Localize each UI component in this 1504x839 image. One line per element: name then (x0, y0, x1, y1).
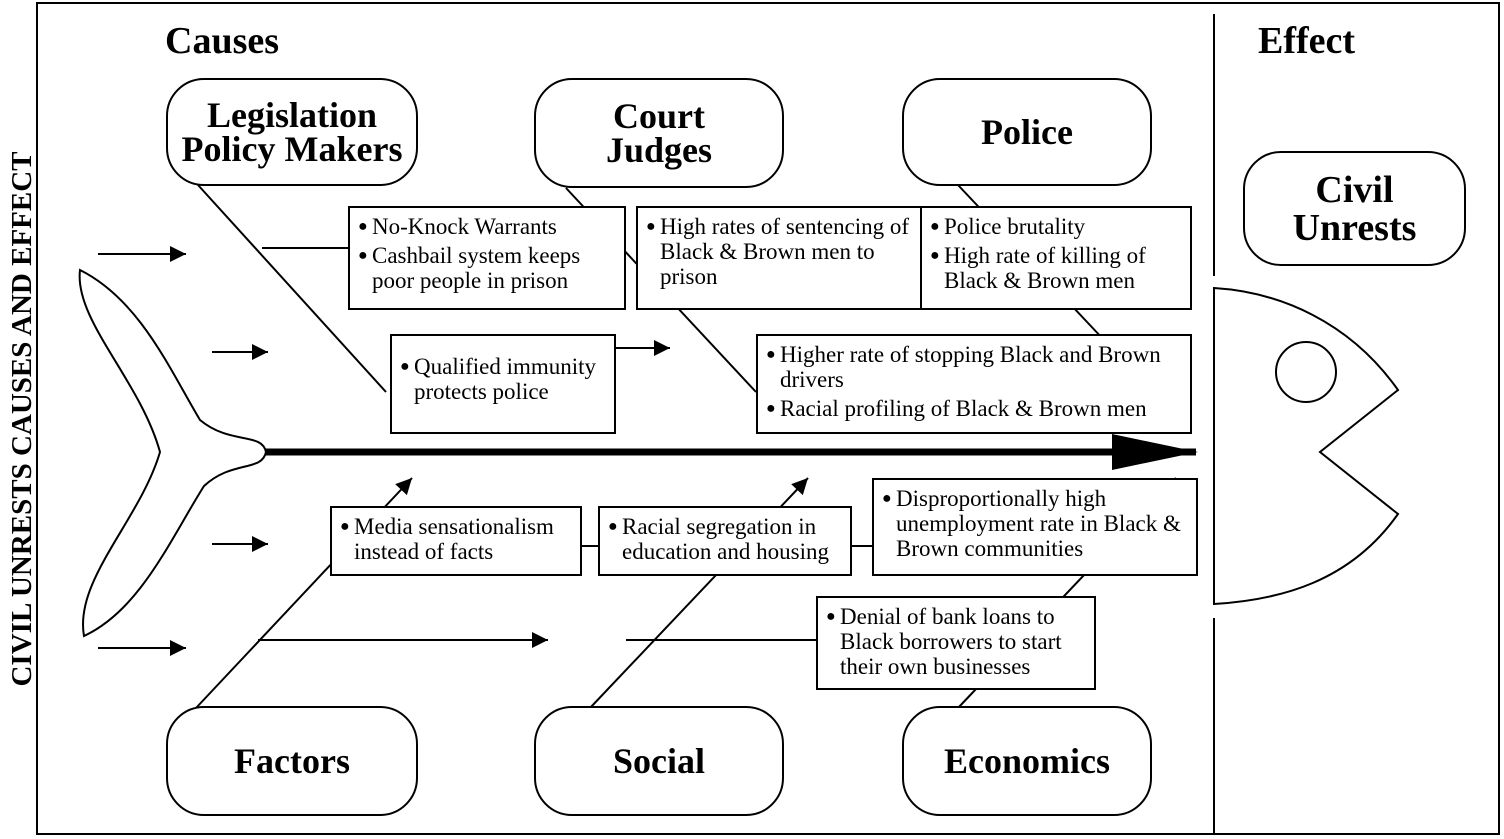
list-item: ●No-Knock Warrants (358, 214, 557, 239)
category-legislation-policy-makers: Legislation Policy Makers (166, 78, 418, 186)
bullet-icon: ● (826, 608, 836, 625)
spine-arrowhead (1112, 434, 1198, 470)
box-qualified-immunity: ●Qualified immunity protects police (390, 334, 616, 434)
list-item: ●Cashbail system keeps poor people in pr… (358, 243, 581, 293)
bullet-icon: ● (400, 358, 410, 375)
causes-heading: Causes (165, 20, 280, 62)
category-economics: Economics (902, 706, 1152, 816)
bullet-icon: ● (646, 218, 656, 235)
diagram-frame (36, 2, 1500, 835)
category-factors: Factors (166, 706, 418, 816)
bullet-icon: ● (358, 247, 368, 264)
box-unemployment: ●Disproportionally high unemployment rat… (872, 478, 1198, 576)
box-court-details: ●High rates of sentencing of Black & Bro… (636, 206, 922, 310)
bullet-icon: ● (882, 490, 892, 507)
fish-head (1213, 286, 1400, 606)
box-segregation: ●Racial segregation in education and hou… (598, 506, 852, 576)
box-stopping-profiling: ●Higher rate of stopping Black and Brown… (756, 334, 1192, 434)
box-police-details: ●Police brutality ●High rate of killing … (920, 206, 1192, 310)
bullet-icon: ● (358, 218, 368, 235)
box-bank-loans: ●Denial of bank loans to Black borrowers… (816, 596, 1096, 690)
bone-legislation (197, 184, 387, 393)
fish-tail (78, 268, 268, 638)
effect-civil-unrests: Civil Unrests (1243, 151, 1466, 266)
list-item: ●Media sensationalism instead of facts (340, 514, 554, 564)
box-media: ●Media sensationalism instead of facts (330, 506, 582, 576)
box-legislation-details: ●No-Knock Warrants ●Cashbail system keep… (348, 206, 626, 310)
effect-heading: Effect (1258, 20, 1356, 62)
list-item: ●High rates of sentencing of Black & Bro… (646, 214, 910, 289)
bullet-icon: ● (930, 247, 940, 264)
bullet-icon: ● (766, 400, 776, 417)
list-item: ●Higher rate of stopping Black and Brown… (766, 342, 1161, 392)
fish-eye (1275, 341, 1337, 403)
category-social: Social (534, 706, 784, 816)
category-court-judges: Court Judges (534, 78, 784, 188)
list-item: ●Police brutality (930, 214, 1086, 239)
list-item: ●Racial segregation in education and hou… (608, 514, 829, 564)
list-item: ●Disproportionally high unemployment rat… (882, 486, 1181, 561)
list-item: ●Denial of bank loans to Black borrowers… (826, 604, 1062, 679)
list-item: ●Qualified immunity protects police (400, 354, 597, 404)
list-item: ●Racial profiling of Black & Brown men (766, 396, 1147, 421)
list-item: ●High rate of killing of Black & Brown m… (930, 243, 1146, 293)
bullet-icon: ● (930, 218, 940, 235)
bullet-icon: ● (340, 518, 350, 535)
bullet-icon: ● (766, 346, 776, 363)
bullet-icon: ● (608, 518, 618, 535)
category-police: Police (902, 78, 1152, 186)
